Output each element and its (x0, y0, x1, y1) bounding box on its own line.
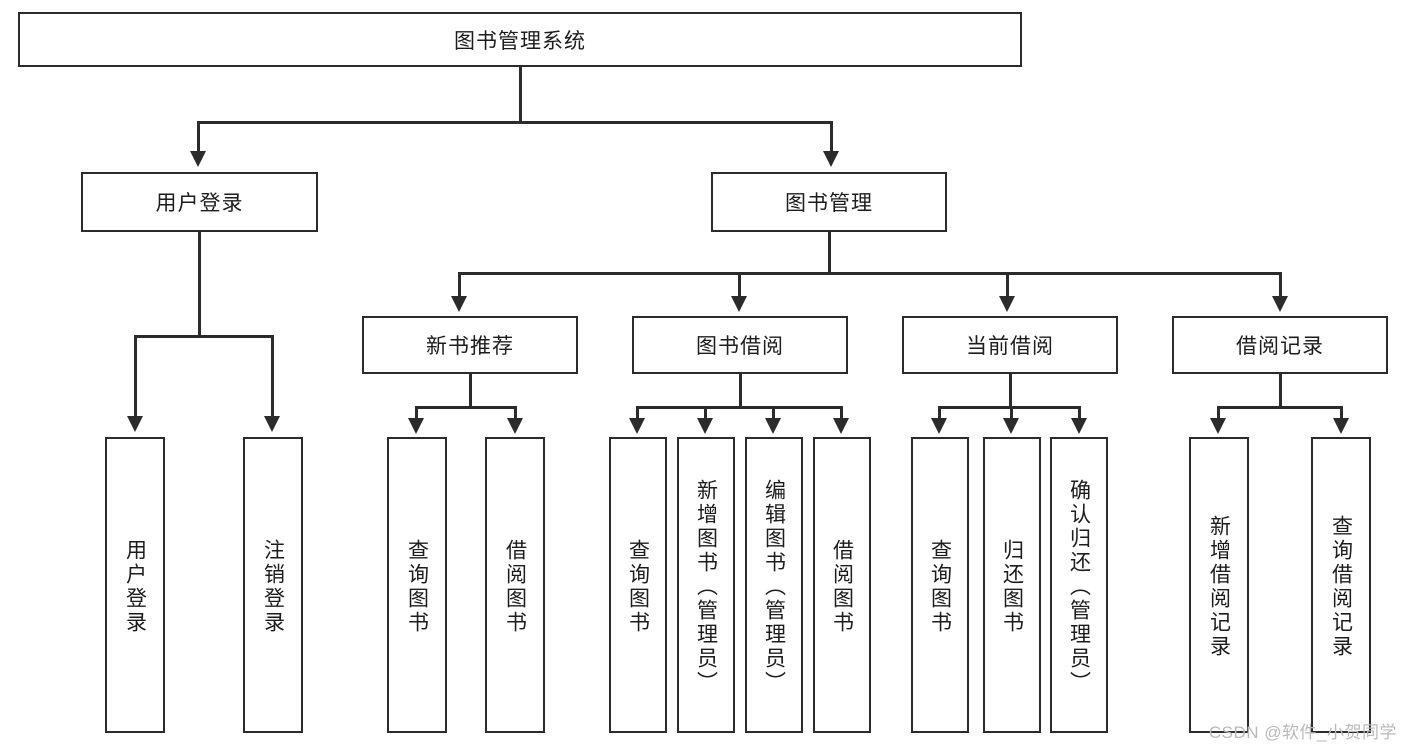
node-leaf-return-book[interactable]: 归还图书 (983, 437, 1041, 733)
arrow-user-login-child1 (127, 416, 143, 432)
arrow-borrow-record-c1 (1210, 418, 1226, 434)
node-label: 新增图书（管理员） (694, 479, 718, 695)
node-label: 图书管理 (785, 192, 873, 215)
arrow-book-manage-c3 (999, 296, 1015, 312)
arrow-book-borrow-c2 (697, 418, 713, 434)
connector-book-manage-c1 (458, 272, 461, 296)
node-leaf-query-borrow-record[interactable]: 查询借阅记录 (1311, 437, 1371, 733)
connector-user-login-stem (198, 232, 201, 336)
connector-current-borrow-c2 (1010, 406, 1013, 418)
connector-borrow-record-c1 (1217, 406, 1220, 418)
node-leaf-borrow-book[interactable]: 借阅图书 (813, 437, 871, 733)
connector-book-manage-bar (458, 272, 1282, 275)
node-label: 确认归还（管理员） (1067, 479, 1091, 695)
connector-current-borrow-bar (938, 406, 1081, 409)
connector-new-book-rec-c2 (514, 406, 517, 418)
connector-root-stem (519, 67, 522, 121)
connector-book-borrow-c1 (636, 406, 639, 418)
node-book-manage[interactable]: 图书管理 (711, 172, 947, 232)
arrow-current-borrow-c1 (931, 418, 947, 434)
arrow-current-borrow-c2 (1003, 418, 1019, 434)
arrow-root-to-book-manage (823, 151, 839, 167)
connector-current-borrow-c1 (938, 406, 941, 418)
node-label: 图书借阅 (696, 335, 784, 358)
csdn-watermark: CSDN @软件_小贺同学 (1208, 723, 1397, 742)
node-book-borrow[interactable]: 图书借阅 (632, 316, 848, 374)
node-leaf-user-login[interactable]: 用户登录 (105, 437, 165, 733)
node-borrow-record[interactable]: 借阅记录 (1172, 316, 1388, 374)
connector-book-manage-stem (828, 232, 831, 274)
node-leaf-confirm-return-admin[interactable]: 确认归还（管理员） (1050, 437, 1108, 733)
node-leaf-query-book-recommend[interactable]: 查询图书 (387, 437, 447, 733)
connector-new-book-rec-bar (415, 406, 517, 409)
arrow-current-borrow-c3 (1071, 418, 1087, 434)
node-label: 编辑图书（管理员） (762, 479, 786, 695)
arrow-borrow-record-c2 (1333, 418, 1349, 434)
connector-user-login-child1 (134, 335, 137, 416)
connector-new-book-rec-c1 (415, 406, 418, 418)
connector-book-manage-c3 (1006, 272, 1009, 296)
connector-root-to-book-manage (830, 121, 833, 151)
connector-user-login-child2 (271, 335, 274, 416)
node-label: 查询图书 (928, 539, 952, 635)
connector-book-borrow-stem (739, 374, 742, 408)
node-leaf-user-logout[interactable]: 注销登录 (243, 437, 303, 733)
arrow-book-borrow-c4 (833, 418, 849, 434)
node-leaf-add-book-admin[interactable]: 新增图书（管理员） (677, 437, 735, 733)
connector-borrow-record-stem (1279, 374, 1282, 408)
node-label: 查询图书 (405, 539, 429, 635)
connector-book-manage-c2 (738, 272, 741, 296)
node-label: 图书管理系统 (454, 29, 586, 53)
connector-book-borrow-c3 (772, 406, 775, 418)
node-current-borrow[interactable]: 当前借阅 (902, 316, 1118, 374)
arrow-new-book-rec-c1 (408, 418, 424, 434)
arrow-book-manage-c1 (451, 296, 467, 312)
connector-borrow-record-c2 (1340, 406, 1343, 418)
node-label: 新书推荐 (426, 335, 514, 358)
arrow-root-to-user-login (190, 151, 206, 167)
node-label: 用户登录 (155, 192, 244, 215)
node-label: 归还图书 (1000, 539, 1024, 635)
node-label: 借阅图书 (503, 539, 527, 635)
node-label: 查询图书 (626, 539, 650, 635)
node-leaf-query-book-borrow[interactable]: 查询图书 (609, 437, 667, 733)
connector-root-to-user-login (197, 121, 200, 151)
node-label: 新增借阅记录 (1207, 515, 1231, 659)
node-label: 借阅记录 (1236, 335, 1324, 358)
node-leaf-edit-book-admin[interactable]: 编辑图书（管理员） (745, 437, 803, 733)
arrow-new-book-rec-c2 (507, 418, 523, 434)
arrow-book-borrow-c3 (765, 418, 781, 434)
connector-book-manage-c4 (1279, 272, 1282, 296)
connector-root-bar (197, 121, 833, 124)
node-label: 当前借阅 (966, 335, 1054, 358)
connector-book-borrow-c2 (704, 406, 707, 418)
node-user-login[interactable]: 用户登录 (81, 172, 318, 232)
connector-book-borrow-c4 (840, 406, 843, 418)
connector-book-borrow-bar (636, 406, 842, 409)
node-new-book-recommend[interactable]: 新书推荐 (362, 316, 578, 374)
node-label: 注销登录 (261, 539, 285, 635)
node-leaf-add-borrow-record[interactable]: 新增借阅记录 (1189, 437, 1249, 733)
node-root-book-management-system[interactable]: 图书管理系统 (18, 12, 1022, 67)
connector-current-borrow-stem (1009, 374, 1012, 408)
arrow-book-manage-c4 (1272, 296, 1288, 312)
node-label: 借阅图书 (830, 539, 854, 635)
connector-borrow-record-bar (1217, 406, 1343, 409)
node-label: 用户登录 (123, 539, 147, 635)
connector-current-borrow-c3 (1078, 406, 1081, 418)
arrow-user-login-child2 (264, 416, 280, 432)
connector-new-book-rec-stem (469, 374, 472, 408)
node-label: 查询借阅记录 (1329, 515, 1353, 659)
connector-user-login-bar (134, 335, 274, 338)
node-leaf-query-book-current[interactable]: 查询图书 (911, 437, 969, 733)
arrow-book-manage-c2 (731, 296, 747, 312)
arrow-book-borrow-c1 (629, 418, 645, 434)
node-leaf-borrow-book-recommend[interactable]: 借阅图书 (485, 437, 545, 733)
